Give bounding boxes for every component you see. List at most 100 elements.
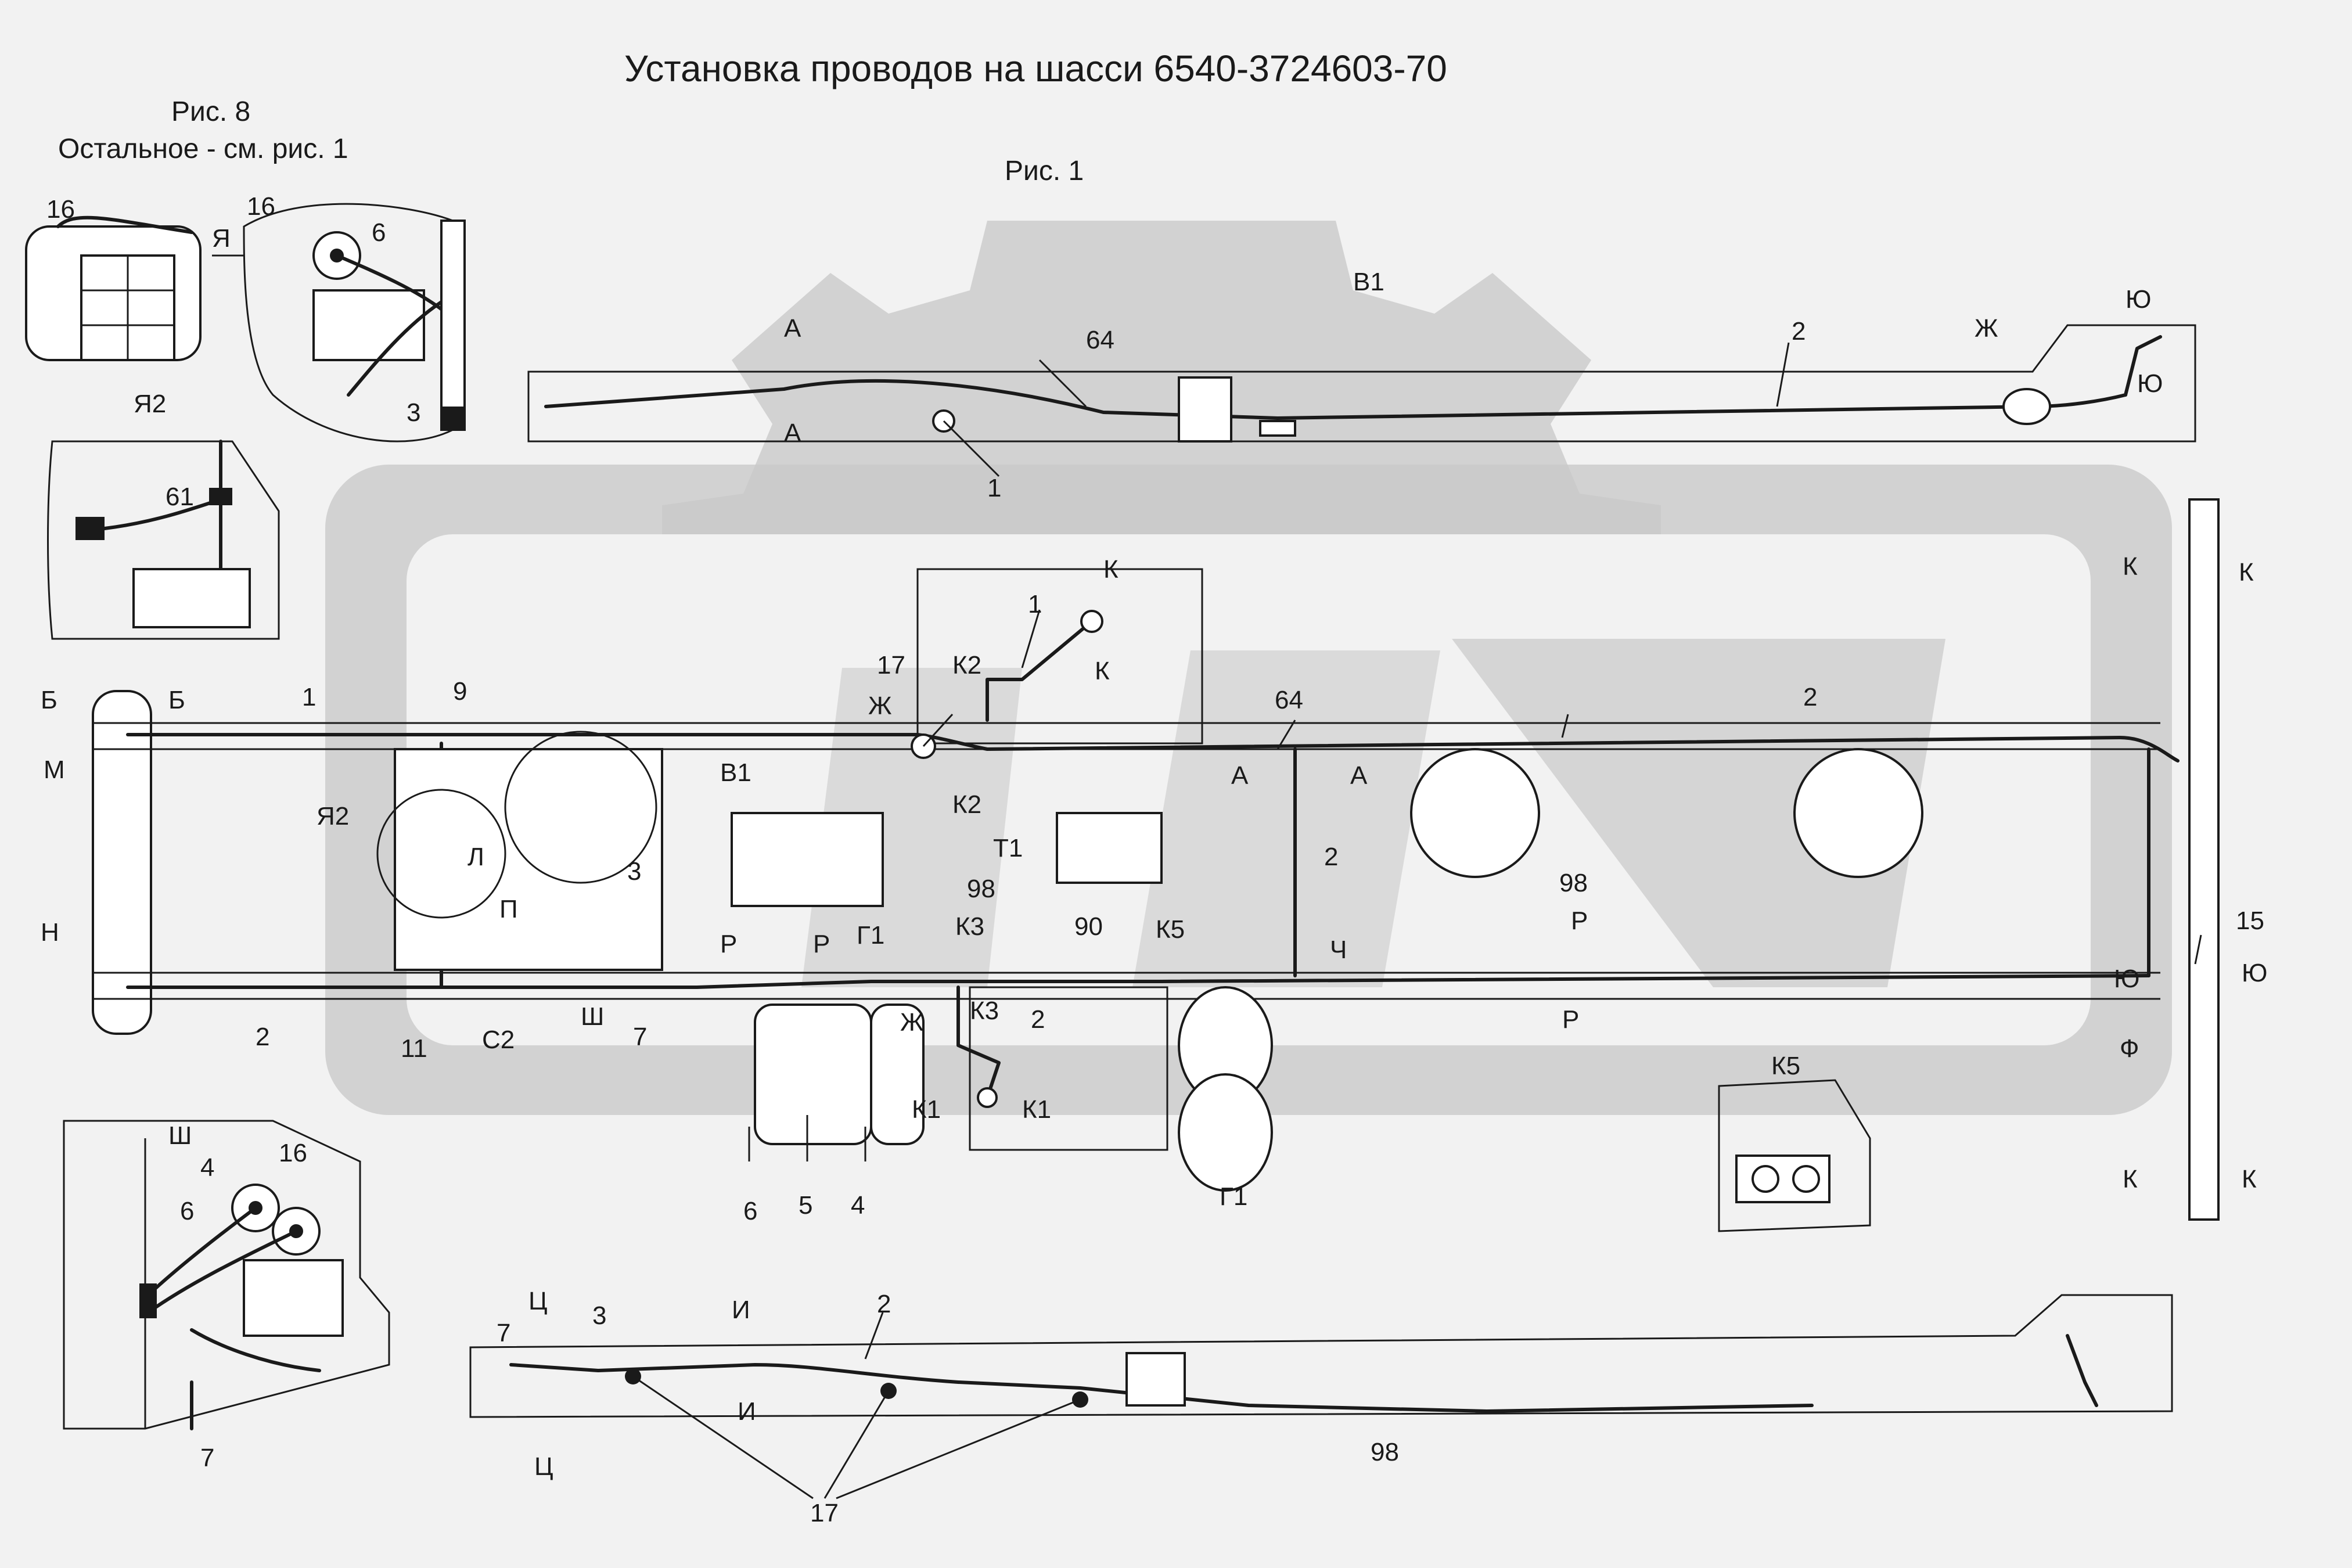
label-yu-mid1: Ю xyxy=(2114,965,2139,993)
label-64a: 64 xyxy=(1086,326,1114,354)
label-ya2-main: Я2 xyxy=(317,802,349,830)
label-2d: 2 xyxy=(1324,843,1338,871)
detail-top-left-battery: 16 Я xyxy=(25,195,244,361)
label-1b: 1 xyxy=(302,683,316,711)
detail-ya2: Я2 61 xyxy=(47,390,280,640)
label-c2: С2 xyxy=(482,1026,515,1054)
fig8-note: Остальное - см. рис. 1 xyxy=(58,134,348,164)
label-k1b: К1 xyxy=(1022,1095,1051,1124)
label-4a: 4 xyxy=(851,1191,865,1220)
section-zh-top: Ж xyxy=(1975,314,1998,343)
view-title-ya2: Я2 xyxy=(134,390,166,418)
view-title-sh: Ш xyxy=(168,1121,192,1150)
label-k-top2: К xyxy=(1095,657,1110,685)
label-k5-mid: К5 xyxy=(1156,915,1185,944)
label-r4: Р xyxy=(1562,1005,1579,1034)
label-2b: 2 xyxy=(256,1023,269,1051)
label-11: 11 xyxy=(401,1034,427,1063)
label-5: 5 xyxy=(799,1191,812,1220)
label-k-r4: К xyxy=(2242,1165,2257,1193)
label-2f: 2 xyxy=(877,1290,891,1318)
label-1a: 1 xyxy=(987,474,1001,502)
label-3c: 3 xyxy=(592,1301,606,1330)
label-ts2: Ц xyxy=(534,1452,553,1481)
label-b-left: Б xyxy=(41,686,57,714)
label-l: Л xyxy=(467,843,484,871)
label-k-r3: К xyxy=(2123,1165,2138,1193)
label-t1: Т1 xyxy=(993,834,1023,862)
label-ch: Ч xyxy=(1330,936,1347,964)
label-2e: 2 xyxy=(1803,683,1817,711)
label-16c: 16 xyxy=(279,1139,307,1167)
label-6c: 6 xyxy=(180,1197,194,1225)
label-4b: 4 xyxy=(200,1153,214,1182)
plan-view-labels: Б Б М Н 1 9 Я2 Л П 3 2 11 С2 Ш 7 В1 Р Р … xyxy=(41,552,2267,1225)
section-yu-top1: Ю xyxy=(2126,285,2151,314)
label-17b: 17 xyxy=(810,1499,839,1527)
detail-top-engine-mount: 16 6 3 xyxy=(243,192,466,443)
label-k2b: К2 xyxy=(952,790,981,819)
label-n: Н xyxy=(41,918,59,947)
label-7c: 7 xyxy=(497,1319,510,1347)
label-a-mid1: А xyxy=(1231,761,1249,790)
label-sh-mid: Ш xyxy=(581,1002,604,1031)
fig1-caption: Рис. 1 xyxy=(1005,156,1084,186)
watermark-gear-logo xyxy=(325,221,2172,1115)
label-i2: И xyxy=(738,1397,756,1426)
section-a-top2: А xyxy=(784,419,801,447)
label-a-mid2: А xyxy=(1350,761,1368,790)
view-v1-side: В1 64 2 1 А А Ж Ю Ю xyxy=(527,268,2196,502)
label-2c: 2 xyxy=(1031,1005,1045,1034)
label-98c: 98 xyxy=(1371,1438,1399,1466)
view-title-v1: В1 xyxy=(1353,268,1384,296)
section-a-top1: А xyxy=(784,314,801,343)
label-k1a: К1 xyxy=(912,1095,941,1124)
label-m: М xyxy=(44,756,65,784)
label-16: 16 xyxy=(46,195,75,224)
label-ya: Я xyxy=(212,224,231,253)
label-b-right: Б xyxy=(168,686,185,714)
label-61: 61 xyxy=(166,483,194,511)
label-zh-bot: Ж xyxy=(900,1008,924,1037)
label-7a: 7 xyxy=(633,1023,647,1051)
label-16b: 16 xyxy=(247,192,275,221)
label-90: 90 xyxy=(1074,912,1103,941)
label-p: П xyxy=(499,895,518,923)
label-9: 9 xyxy=(453,677,467,706)
label-k3a: К3 xyxy=(955,912,984,941)
label-i1: И xyxy=(732,1296,750,1324)
label-6a: 6 xyxy=(372,218,386,247)
label-3a: 3 xyxy=(407,398,420,427)
page-title: Установка проводов на шасси 6540-3724603… xyxy=(624,48,1447,89)
bottom-side-view: 7 3 Ц Ц И И 2 98 17 xyxy=(469,1287,2173,1527)
section-yu-top2: Ю xyxy=(2137,369,2163,398)
label-1c: 1 xyxy=(1028,590,1042,618)
label-k-top: К xyxy=(1103,555,1119,584)
label-k2a: К2 xyxy=(952,651,981,679)
label-r3: Р xyxy=(1571,907,1588,935)
label-15: 15 xyxy=(2236,907,2264,935)
label-64b: 64 xyxy=(1275,686,1303,714)
label-zh-mid: Ж xyxy=(868,692,892,720)
label-3b: 3 xyxy=(627,857,641,886)
label-k3b: К3 xyxy=(970,997,999,1025)
view-title-k5: К5 xyxy=(1771,1052,1800,1080)
label-k-r2: К xyxy=(2239,558,2254,587)
label-98b: 98 xyxy=(1559,869,1588,897)
label-f: Ф xyxy=(2120,1034,2139,1063)
label-yu-mid2: Ю xyxy=(2242,959,2267,987)
label-98a: 98 xyxy=(967,875,995,903)
detail-sh: Ш 4 6 16 7 xyxy=(63,1120,390,1472)
label-7b: 7 xyxy=(200,1444,214,1472)
label-g1-mid: Г1 xyxy=(857,921,884,950)
label-g1-bot: Г1 xyxy=(1220,1182,1247,1211)
label-17a: 17 xyxy=(877,651,905,679)
label-k-r1: К xyxy=(2123,552,2138,581)
label-r2: Р xyxy=(813,930,830,958)
label-v1-mid: В1 xyxy=(720,758,751,787)
label-2a: 2 xyxy=(1792,317,1806,346)
label-6b: 6 xyxy=(743,1197,757,1225)
label-r1: Р xyxy=(720,930,737,958)
fig8-caption: Рис. 8 xyxy=(171,96,250,127)
